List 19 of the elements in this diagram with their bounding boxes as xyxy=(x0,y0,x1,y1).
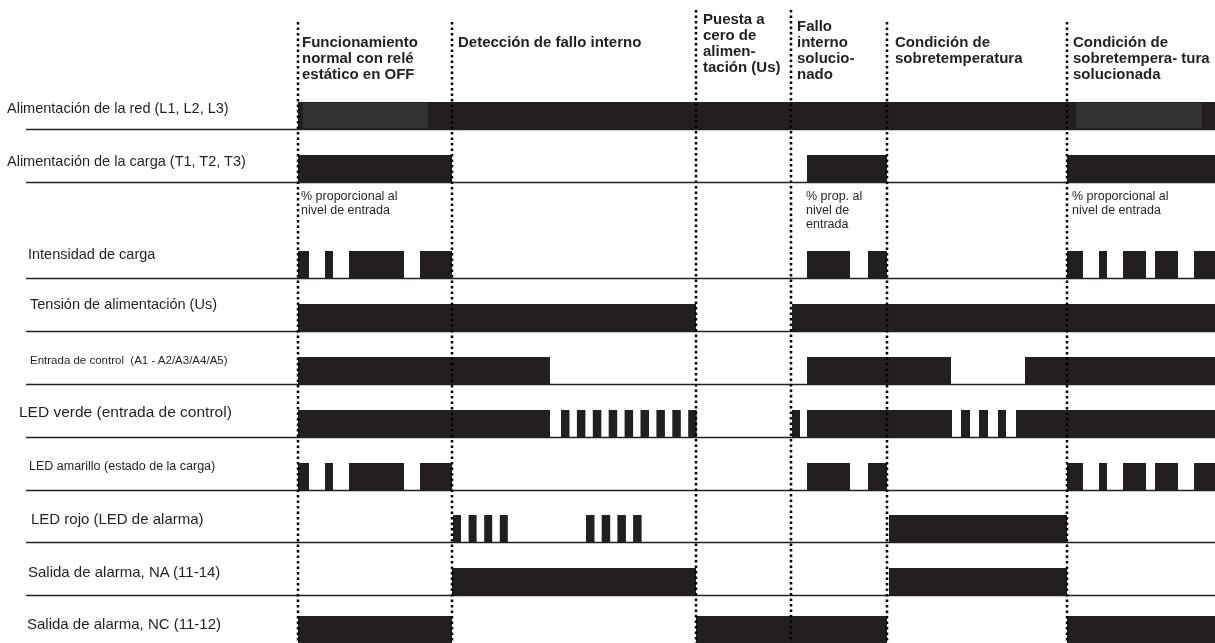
note-text: % prop. al nivel de entrada xyxy=(806,189,864,231)
signal-label: Intensidad de carga xyxy=(28,247,156,263)
column-heading: Puesta a cero de alimen- tación (Us) xyxy=(703,11,782,75)
signal-label: LED rojo (LED de alarma) xyxy=(31,511,204,527)
signal-label: Tensión de alimentación (Us) xyxy=(30,297,217,313)
signal-label: Entrada de control (A1 - A2/A3/A4/A5) xyxy=(30,354,228,367)
column-heading: Funcionamiento normal con relé estático en OFF xyxy=(302,34,419,82)
column-heading: Detección de fallo interno xyxy=(458,34,643,50)
signal-label: LED verde (entrada de control) xyxy=(19,404,232,421)
signal-label: Alimentación de la red (L1, L2, L3) xyxy=(7,101,229,117)
signal-label: Salida de alarma, NA (11-14) xyxy=(28,564,221,580)
note-text: % proporcional al nivel de entrada xyxy=(1072,189,1170,217)
note-text: % proporcional al nivel de entrada xyxy=(301,189,399,217)
column-heading: Condición de sobretemperatura xyxy=(895,34,1024,66)
column-heading: Fallo interno solucio- nado xyxy=(797,18,856,82)
signal-label: Alimentación de la carga (T1, T2, T3) xyxy=(7,154,246,170)
column-heading: Condición de sobretempera- tura solucionada xyxy=(1073,34,1211,82)
signal-label: Salida de alarma, NC (11-12) xyxy=(27,616,221,632)
signal-label: LED amarillo (estado de la carga) xyxy=(29,460,216,474)
